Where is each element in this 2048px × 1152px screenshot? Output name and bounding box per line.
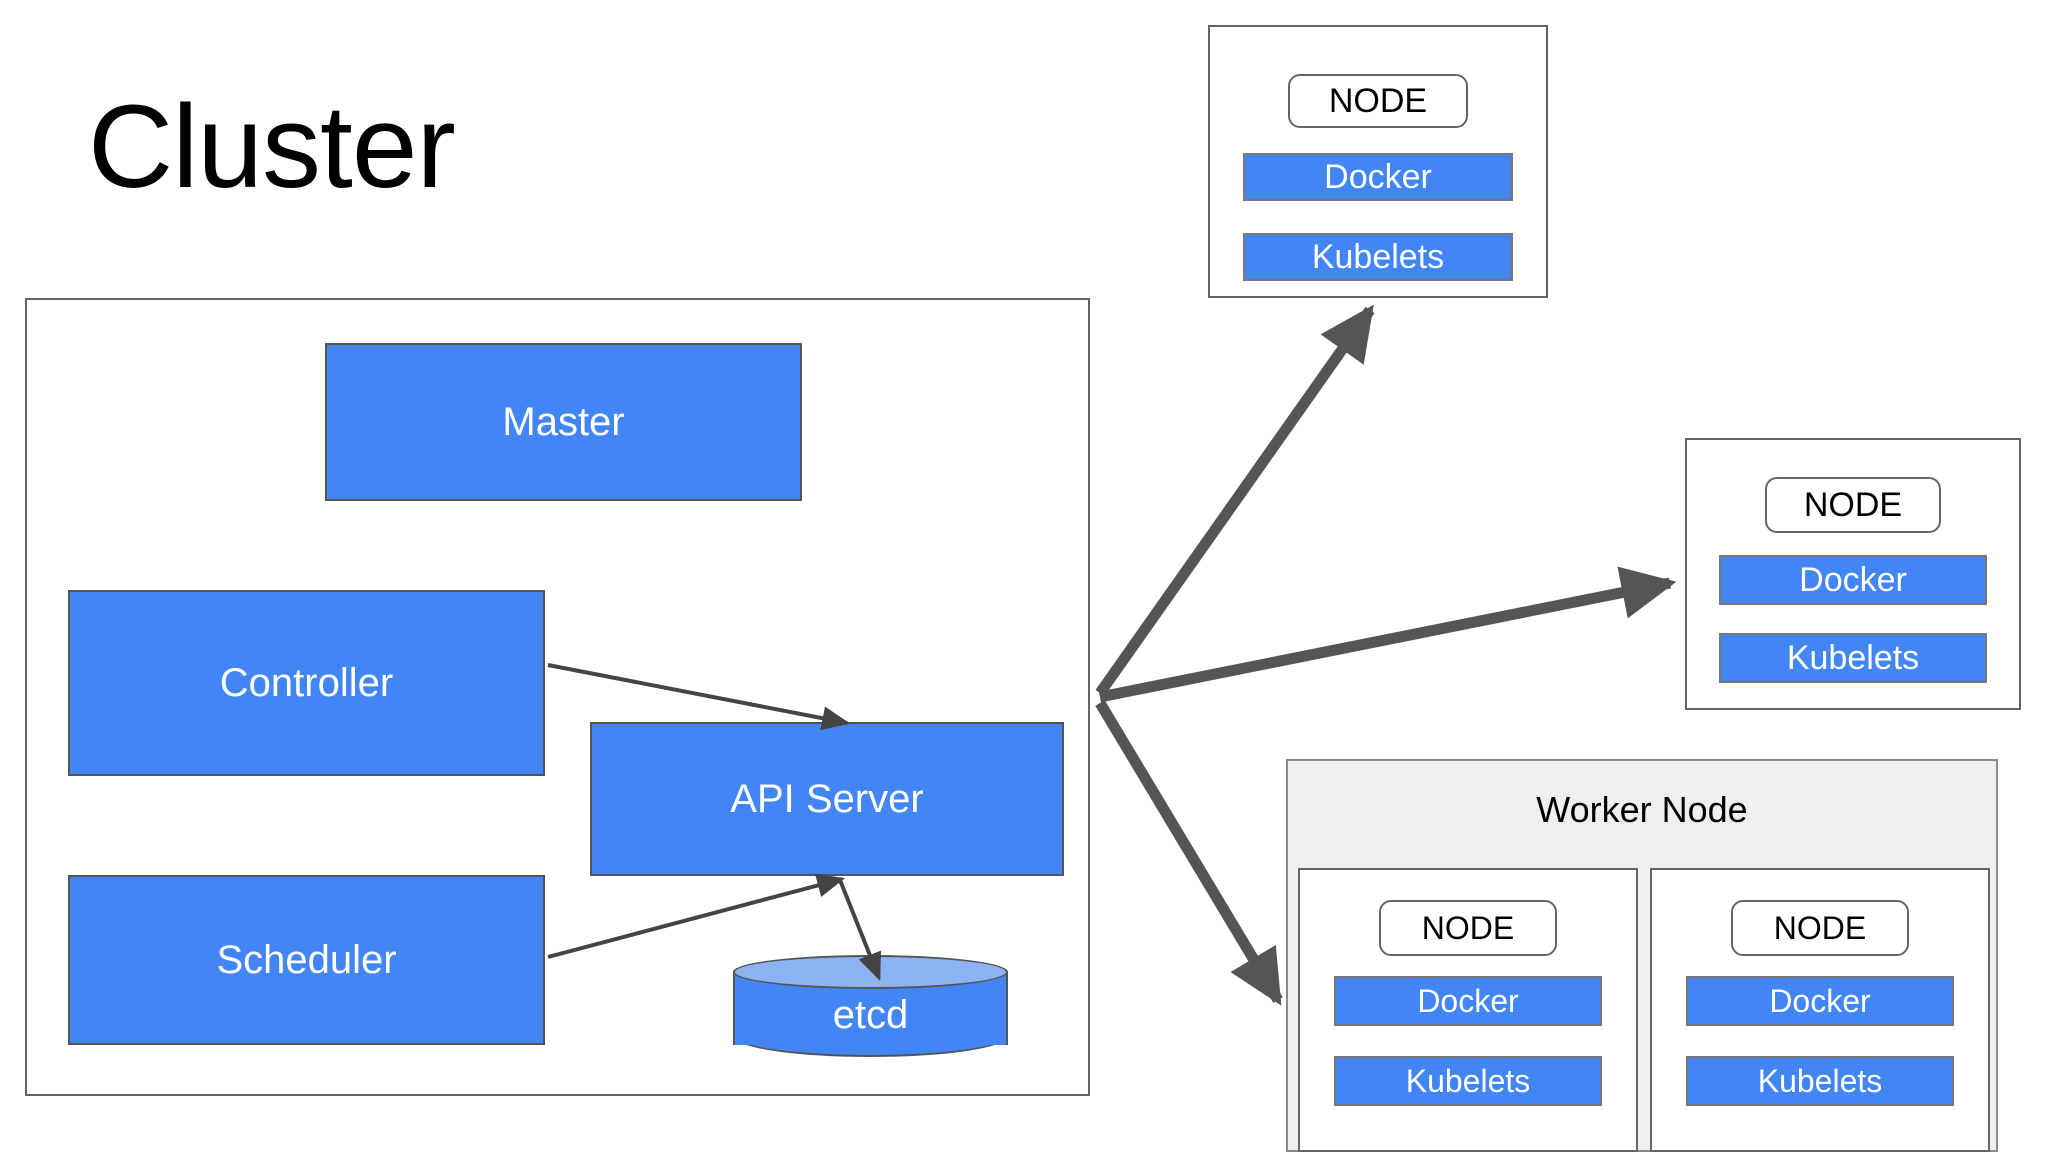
worker-node-title: Worker Node <box>1536 789 1748 830</box>
node-card-c[interactable]: NODE Docker Kubelets <box>1298 868 1638 1152</box>
node-a-title-pill: NODE <box>1288 74 1468 128</box>
etcd-label: etcd <box>832 992 909 1037</box>
node-card-b[interactable]: NODE Docker Kubelets <box>1685 438 2021 710</box>
node-b-docker-bar[interactable]: Docker <box>1719 555 1987 605</box>
scheduler-box[interactable]: Scheduler <box>68 875 545 1045</box>
cylinder-top-ellipse <box>733 955 1008 989</box>
node-card-d[interactable]: NODE Docker Kubelets <box>1650 868 1990 1152</box>
page-title: Cluster <box>88 81 456 213</box>
node-c-title-pill: NODE <box>1379 900 1557 956</box>
node-d-kubelets-bar[interactable]: Kubelets <box>1686 1056 1954 1106</box>
node-c-kubelets-bar[interactable]: Kubelets <box>1334 1056 1602 1106</box>
node-d-title-pill: NODE <box>1731 900 1909 956</box>
api-server-box[interactable]: API Server <box>590 722 1064 876</box>
arrow-cluster-to-node-b <box>1098 566 1677 703</box>
node-b-title-pill: NODE <box>1765 477 1941 533</box>
node-a-kubelets-bar[interactable]: Kubelets <box>1243 233 1513 281</box>
node-c-docker-bar[interactable]: Docker <box>1334 976 1602 1026</box>
worker-node-group: Worker Node NODE Docker Kubelets NODE Do… <box>1286 759 1998 1152</box>
master-box[interactable]: Master <box>325 343 802 501</box>
node-b-kubelets-bar[interactable]: Kubelets <box>1719 633 1987 683</box>
arrow-cluster-to-worker-node <box>1095 700 1283 1006</box>
etcd-database-cylinder[interactable]: etcd <box>733 955 1008 1060</box>
node-card-a[interactable]: NODE Docker Kubelets <box>1208 25 1548 298</box>
arrow-cluster-to-node-a <box>1095 304 1375 697</box>
node-d-docker-bar[interactable]: Docker <box>1686 976 1954 1026</box>
controller-box[interactable]: Controller <box>68 590 545 776</box>
node-a-docker-bar[interactable]: Docker <box>1243 153 1513 201</box>
